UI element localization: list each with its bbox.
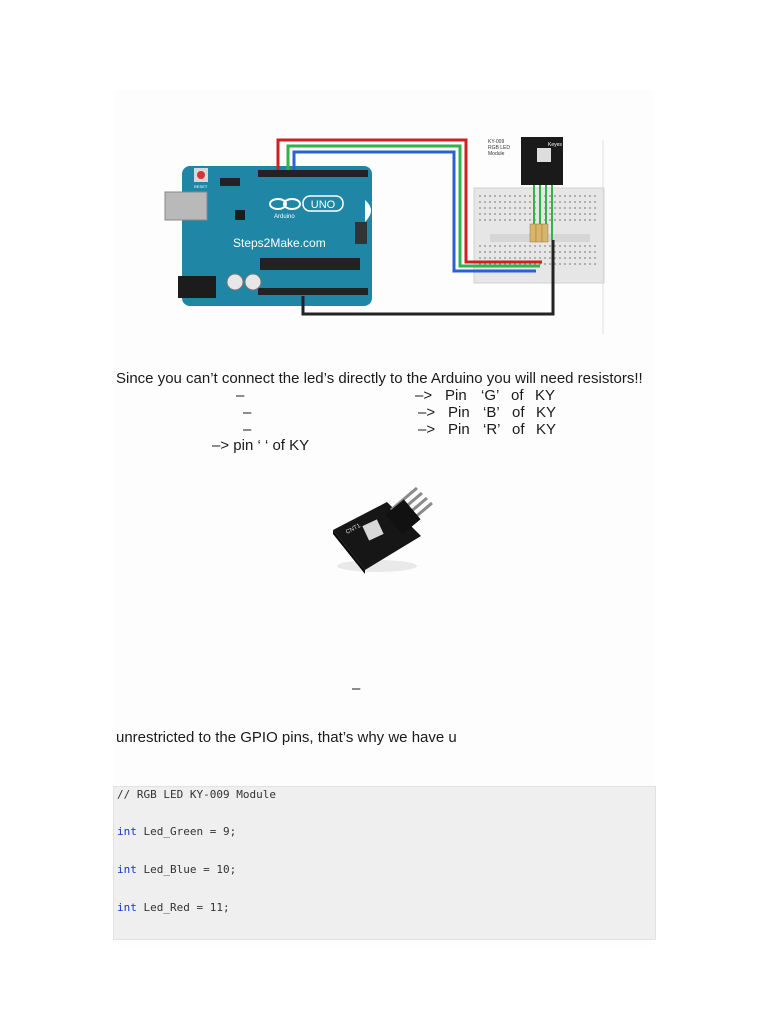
row-pin-word: Pin bbox=[448, 404, 470, 421]
row-pin-word: Pin bbox=[445, 387, 467, 404]
row-of: of bbox=[511, 387, 524, 404]
code-line-blue: int Led_Blue = 10; bbox=[117, 863, 236, 876]
code-statement: Led_Blue = 10; bbox=[136, 863, 237, 876]
wire-black bbox=[301, 240, 555, 316]
code-statement: Led_Green = 9; bbox=[136, 825, 237, 838]
row-dash: – bbox=[236, 387, 245, 404]
row-dash: – bbox=[243, 421, 252, 438]
row-of: of bbox=[512, 404, 525, 421]
arduino-logo: UNO Arduino bbox=[269, 195, 344, 220]
ky009-module-photo: CNT1 bbox=[333, 486, 433, 574]
code-block: // RGB LED KY-009 Module int Led_Green =… bbox=[113, 786, 656, 940]
module-label-line3: Module bbox=[488, 151, 505, 157]
row-pin: ‘B’ bbox=[483, 404, 500, 421]
wire-red bbox=[276, 138, 542, 264]
code-statement: Led_Red = 11; bbox=[136, 901, 230, 914]
module-label-line1: KY-009 bbox=[488, 139, 504, 145]
code-line-green: int Led_Green = 9; bbox=[117, 825, 236, 838]
row-pin: ‘R’ bbox=[483, 421, 501, 438]
intro-sentence: Since you can’t connect the led’s direct… bbox=[116, 370, 643, 387]
row-arrow: –> bbox=[418, 421, 436, 438]
power-jack bbox=[178, 276, 216, 298]
row-ky: KY bbox=[536, 421, 557, 438]
board-logo-text: Arduino bbox=[274, 214, 295, 220]
row-of: of bbox=[512, 421, 525, 438]
resistors bbox=[529, 223, 549, 243]
pin-row-b: – –> Pin ‘B’ of KY bbox=[0, 404, 768, 421]
lone-dash: – bbox=[352, 680, 361, 697]
row-pin: ‘G’ bbox=[481, 387, 500, 404]
usb-port bbox=[164, 191, 208, 221]
row-arrow: –> bbox=[415, 387, 433, 404]
row-dash: – bbox=[243, 404, 252, 421]
wire-blue bbox=[292, 150, 536, 273]
code-keyword: int bbox=[117, 901, 137, 914]
module-label-line2: RGB LED bbox=[488, 145, 510, 151]
board-model: UNO bbox=[311, 199, 336, 211]
pin-row-g: – –> Pin ‘G’ of KY bbox=[0, 387, 768, 404]
arduino-board bbox=[182, 166, 372, 306]
row-ky: KY bbox=[535, 387, 556, 404]
code-keyword: int bbox=[117, 863, 137, 876]
pin-row-ground: –> pin ‘ ‘ of KY bbox=[212, 437, 310, 454]
row-arrow: –> bbox=[418, 404, 436, 421]
wire-green bbox=[286, 144, 540, 268]
wiring-diagram: RESET UNO Arduino Steps2Make.com Keyes K… bbox=[164, 137, 605, 334]
code-keyword: int bbox=[117, 825, 137, 838]
row-pin-word: Pin bbox=[448, 421, 470, 438]
pin-row-r: – –> Pin ‘R’ of KY bbox=[0, 421, 768, 438]
code-comment: // RGB LED KY-009 Module bbox=[117, 788, 276, 801]
reset-label: RESET bbox=[194, 184, 208, 189]
gpio-sentence: unrestricted to the GPIO pins, that’s wh… bbox=[116, 729, 457, 746]
board-brand: Steps2Make.com bbox=[233, 236, 326, 250]
module-brand: Keyes bbox=[548, 142, 562, 148]
code-line-red: int Led_Red = 11; bbox=[117, 901, 230, 914]
row-ky: KY bbox=[536, 404, 557, 421]
